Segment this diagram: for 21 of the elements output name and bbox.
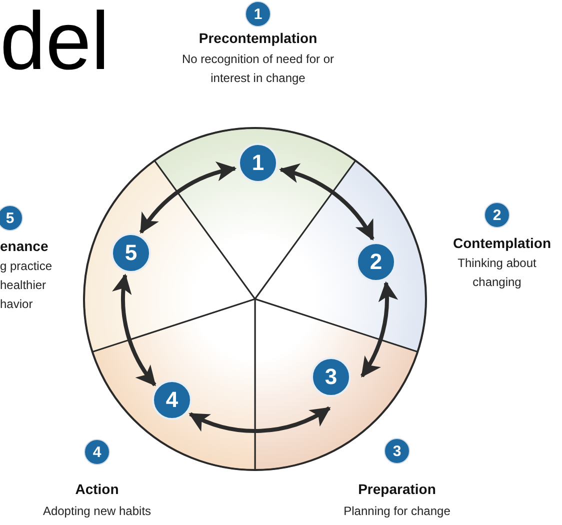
- stage-title: Contemplation: [452, 235, 552, 251]
- double-arrow: [139, 162, 237, 234]
- number-badge: 5: [0, 205, 23, 231]
- title: del: [0, 0, 110, 89]
- stage-title: Action: [74, 481, 120, 497]
- stage-description: No recognition of need for or interest in change: [180, 51, 336, 87]
- number-badge: 1: [245, 1, 271, 27]
- double-arrow: [113, 274, 156, 386]
- stage-description: Planning for change: [342, 503, 452, 520]
- double-arrow: [188, 406, 331, 433]
- number-badge: 3: [384, 438, 410, 464]
- double-arrow: [279, 164, 374, 241]
- number-badge: 2: [484, 202, 510, 228]
- double-arrow: [360, 281, 398, 378]
- stage-title: enance: [0, 238, 50, 254]
- number-badge: 4: [84, 439, 110, 465]
- stage-title: Preparation: [357, 481, 437, 497]
- stage-title: Precontemplation: [198, 30, 318, 46]
- stage-description: g practice healthier havior: [0, 258, 54, 313]
- stage-description: Thinking about changing: [456, 255, 538, 291]
- stage-description: Adopting new habits: [42, 503, 152, 520]
